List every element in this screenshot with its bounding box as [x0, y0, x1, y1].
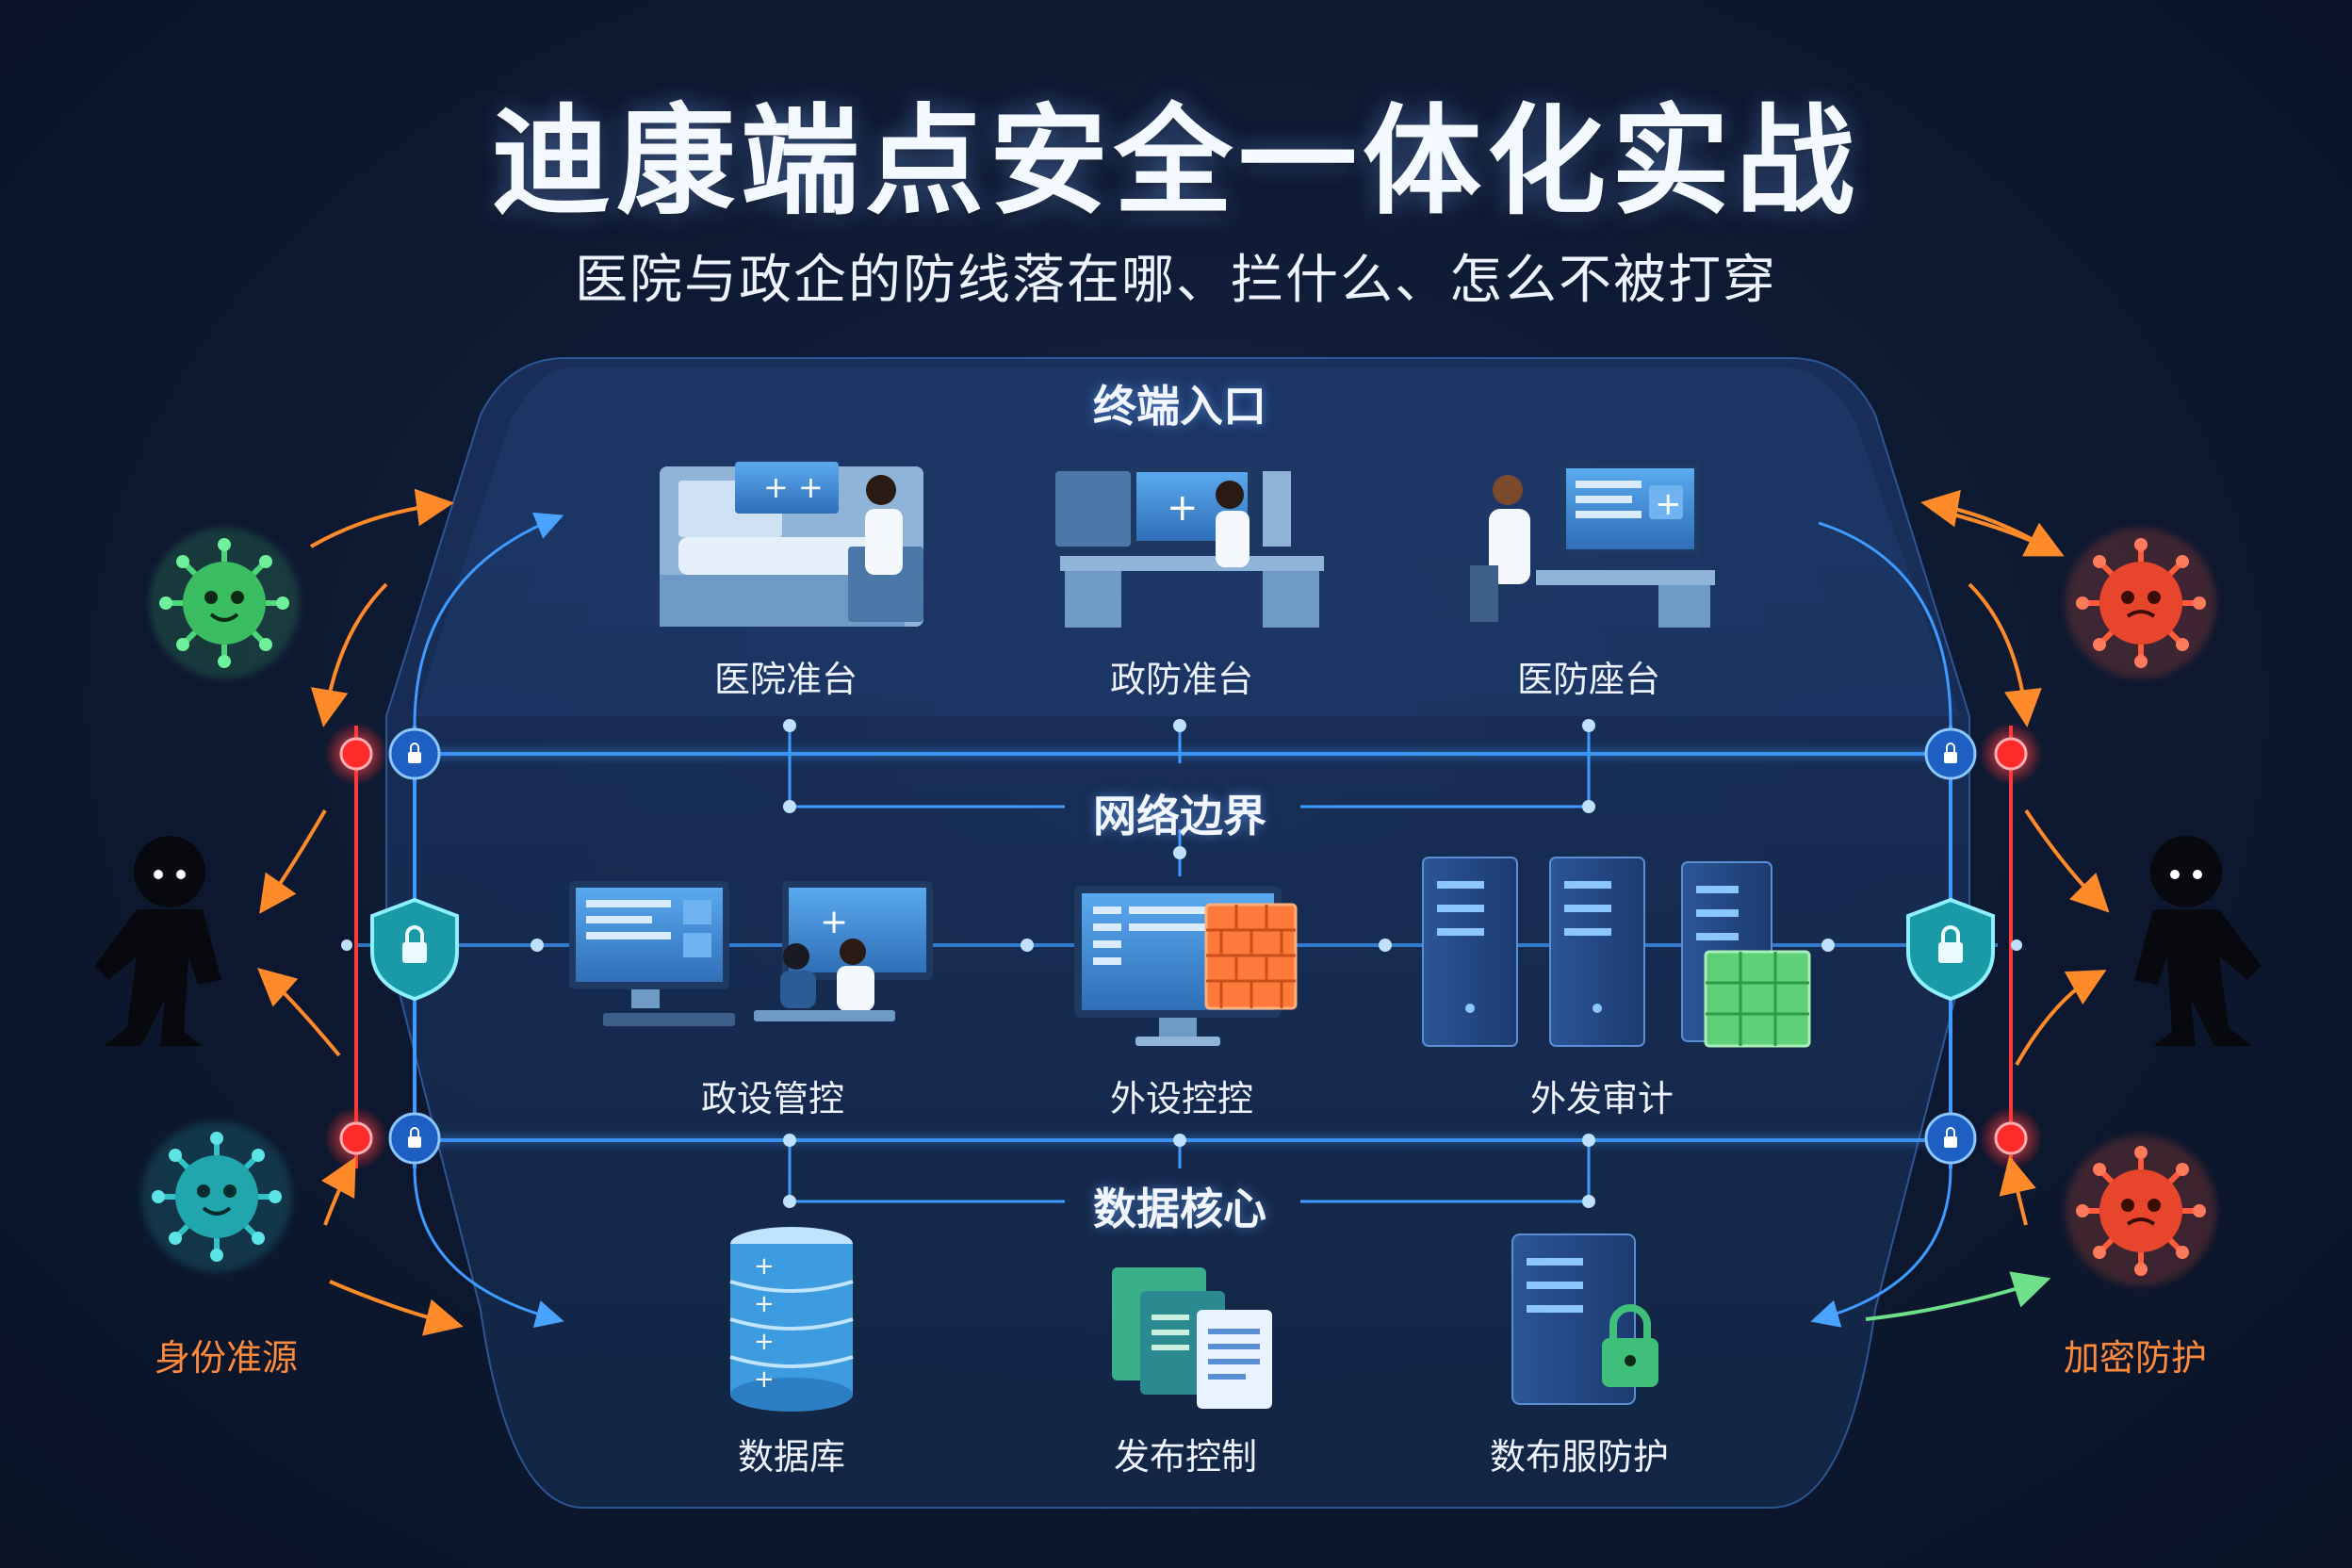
vertical-connectors	[788, 726, 1591, 1203]
node-label-network-3: 外发审计	[1529, 1078, 1674, 1119]
page-title: 迪康端点安全一体化实战	[492, 92, 1860, 231]
green-arrow	[1865, 1271, 2051, 1321]
secure-server-icon	[1511, 1233, 1658, 1405]
virus-icon-teal	[141, 1121, 292, 1272]
government-desk-illustration: +	[1055, 466, 1324, 628]
hacker-icon-left	[94, 836, 221, 1046]
side-rails	[354, 512, 2013, 1329]
node-label-core-1: 数据库	[737, 1436, 845, 1478]
svg-text:+: +	[1167, 486, 1199, 530]
section-title-network: 网络边界	[1093, 791, 1266, 841]
virus-icon-red-top	[2066, 528, 2216, 678]
management-console-illustration: +	[569, 881, 933, 1026]
lock-nodes	[388, 727, 1977, 1165]
hacker-icon-right	[2134, 836, 2262, 1046]
virus-icon-green	[149, 528, 300, 678]
virus-icon-red-bottom	[2066, 1135, 2216, 1286]
node-label-terminal-2: 政防准台	[1109, 659, 1253, 700]
shield-icon-right	[1906, 897, 1995, 1002]
documents-icon	[1112, 1267, 1272, 1409]
node-label-network-2: 外设控控	[1109, 1078, 1253, 1119]
node-label-network-1: 政设管控	[700, 1078, 844, 1119]
database-icon: + + + +	[729, 1227, 854, 1412]
section-title-core: 数据核心	[1093, 1184, 1266, 1234]
clinic-workstation-illustration: +	[1470, 462, 1715, 628]
svg-text:+ +: + +	[763, 469, 824, 505]
threat-arrows	[257, 488, 2110, 1336]
node-label-terminal-3: 医防座台	[1516, 659, 1660, 700]
alert-nodes	[324, 722, 2043, 1170]
node-label-core-3: 数布服防护	[1489, 1436, 1669, 1478]
page-subtitle: 医院与政企的防线落在哪、拦什么、怎么不被打穿	[575, 250, 1777, 311]
node-label-core-2: 发布控制	[1113, 1436, 1257, 1478]
svg-text:+: +	[820, 903, 848, 941]
firewall-monitor-illustration	[1074, 886, 1298, 1046]
svg-text:+: +	[754, 1252, 775, 1281]
svg-text:+: +	[754, 1328, 775, 1356]
server-racks-illustration	[1422, 857, 1811, 1048]
section-title-terminal: 终端入口	[1093, 381, 1266, 432]
svg-text:+: +	[1655, 485, 1682, 523]
bus-nodes	[341, 719, 2022, 1208]
side-label-left: 身份准源	[154, 1337, 298, 1379]
svg-text:+: +	[754, 1290, 775, 1318]
svg-text:+: +	[754, 1365, 775, 1394]
node-label-terminal-1: 医院准台	[713, 659, 858, 700]
side-label-right: 加密防护	[2063, 1337, 2207, 1379]
shield-icon-left	[370, 897, 459, 1002]
hospital-workstation-illustration: + +	[660, 462, 923, 627]
